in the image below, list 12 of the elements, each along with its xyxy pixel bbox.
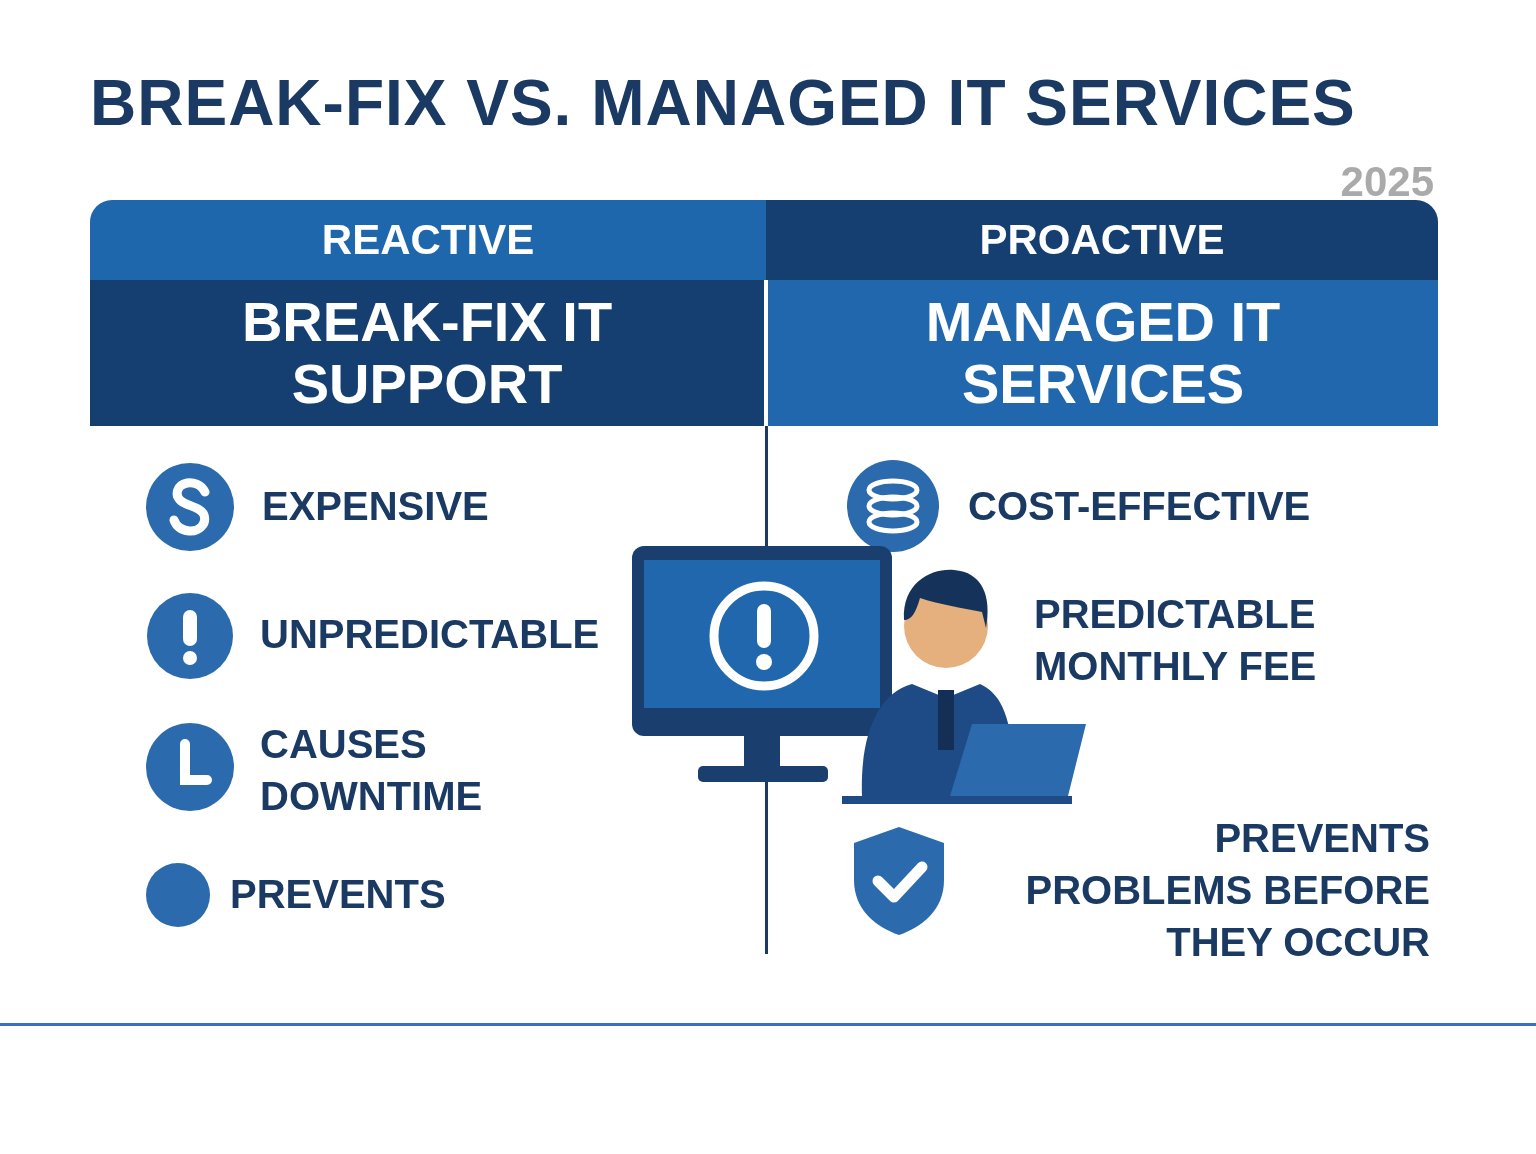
column-heading-band: BREAK-FIX IT SUPPORT <box>90 280 764 426</box>
feature-text: PREVENTS PROBLEMS BEFORE THEY OCCUR <box>1024 815 1430 966</box>
category-band: PROACTIVE <box>766 200 1438 280</box>
feature-text: COST-EFFECTIVE <box>968 483 1311 530</box>
column-heading-band: MANAGED IT SERVICES <box>768 280 1438 426</box>
feature-text: UNPREDICTABLE <box>260 611 600 658</box>
feature-text: PREDICTABLE MONTHLY FEE <box>1034 591 1318 690</box>
feature-text: PREVENTS <box>230 871 446 918</box>
category-band: REACTIVE <box>90 200 766 280</box>
feature-text: EXPENSIVE <box>262 483 489 530</box>
page-title: BREAK-FIX VS. MANAGED IT SERVICES <box>90 66 1356 140</box>
feature-text: CAUSES DOWNTIME <box>260 721 484 820</box>
